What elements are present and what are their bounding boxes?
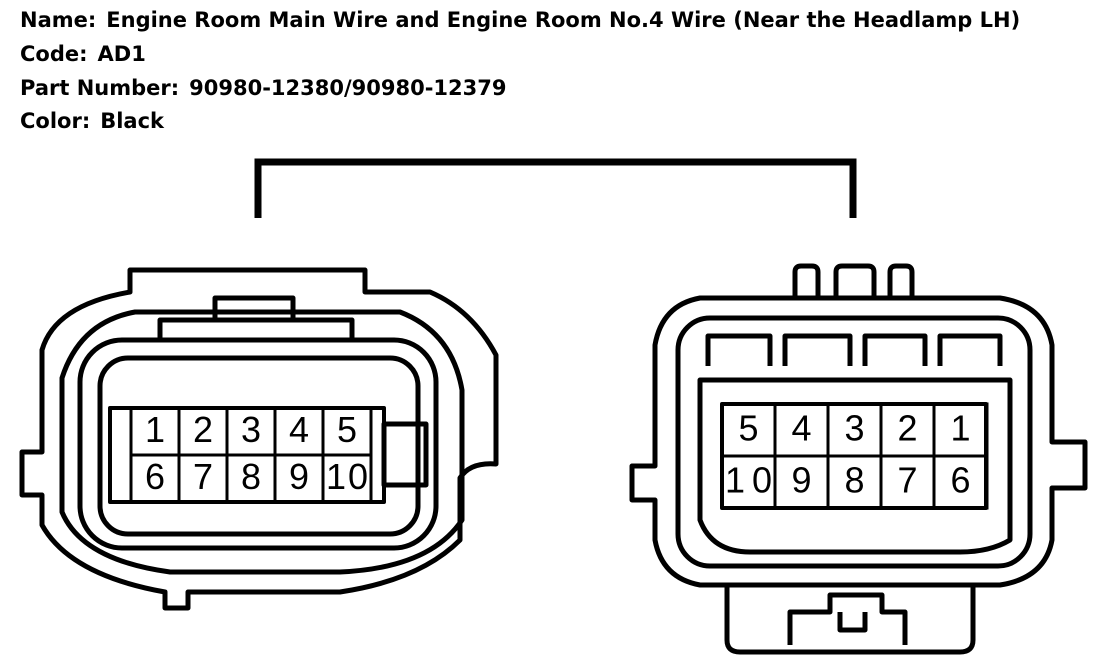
pin-number-1: 1 bbox=[950, 408, 970, 449]
pin-number-6: 6 bbox=[950, 460, 970, 501]
pin-cell bbox=[932, 454, 989, 510]
name-label: Name: bbox=[20, 8, 97, 32]
left-connector-lock-tab bbox=[157, 295, 355, 340]
left-connector-housing-outer bbox=[77, 337, 439, 551]
pairing-bracket bbox=[254, 158, 857, 218]
code-value: AD1 bbox=[97, 42, 146, 66]
left-connector-outer-shell bbox=[19, 267, 499, 611]
right-connector-outer-shell bbox=[629, 295, 1088, 588]
left-connector-housing-inner bbox=[97, 355, 421, 537]
part-number-line: Part Number: 90980-12380/90980-12379 bbox=[20, 76, 506, 100]
right-connector-top-cells bbox=[705, 333, 1003, 366]
pin-number-4: 4 bbox=[289, 409, 309, 450]
pin-cell bbox=[321, 453, 373, 504]
pin-number-5: 5 bbox=[738, 408, 758, 449]
pin-number-10: 10 bbox=[326, 456, 368, 497]
part-number-label: Part Number: bbox=[20, 76, 180, 100]
left-connector bbox=[19, 267, 499, 611]
color-label: Color: bbox=[20, 109, 91, 133]
right-connector-inner-shell bbox=[675, 315, 1033, 569]
pin-number-4: 4 bbox=[791, 408, 811, 449]
pin-number-2: 2 bbox=[897, 408, 917, 449]
pin-number-3: 3 bbox=[844, 408, 864, 449]
pin-number-8: 8 bbox=[844, 460, 864, 501]
left-connector-inner-shell bbox=[59, 309, 465, 575]
code-line: Code: AD1 bbox=[20, 42, 146, 66]
right-connector-bottom-lock bbox=[724, 585, 976, 655]
pin-number-9: 9 bbox=[791, 460, 811, 501]
color-line: Color: Black bbox=[20, 109, 164, 133]
code-label: Code: bbox=[20, 42, 88, 66]
right-connector-terminal-bay bbox=[697, 377, 1013, 555]
pin-number-10: 10 bbox=[725, 460, 772, 501]
pin-number-9: 9 bbox=[289, 456, 309, 497]
pin-number-7: 7 bbox=[193, 456, 213, 497]
pin-number-7: 7 bbox=[897, 460, 917, 501]
pin-number-3: 3 bbox=[241, 409, 261, 450]
pin-number-5: 5 bbox=[337, 409, 357, 450]
color-value: Black bbox=[100, 109, 165, 133]
name-line: Name: Engine Room Main Wire and Engine Ro… bbox=[20, 8, 1020, 32]
pin-number-6: 6 bbox=[145, 456, 165, 497]
pin-number-2: 2 bbox=[193, 409, 213, 450]
pin-number-1: 1 bbox=[145, 409, 165, 450]
part-number-value: 90980-12380/90980-12379 bbox=[189, 76, 507, 100]
right-connector-top-ribs bbox=[792, 263, 915, 298]
pin-number-8: 8 bbox=[241, 456, 261, 497]
name-value: Engine Room Main Wire and Engine Room No… bbox=[106, 8, 1021, 32]
